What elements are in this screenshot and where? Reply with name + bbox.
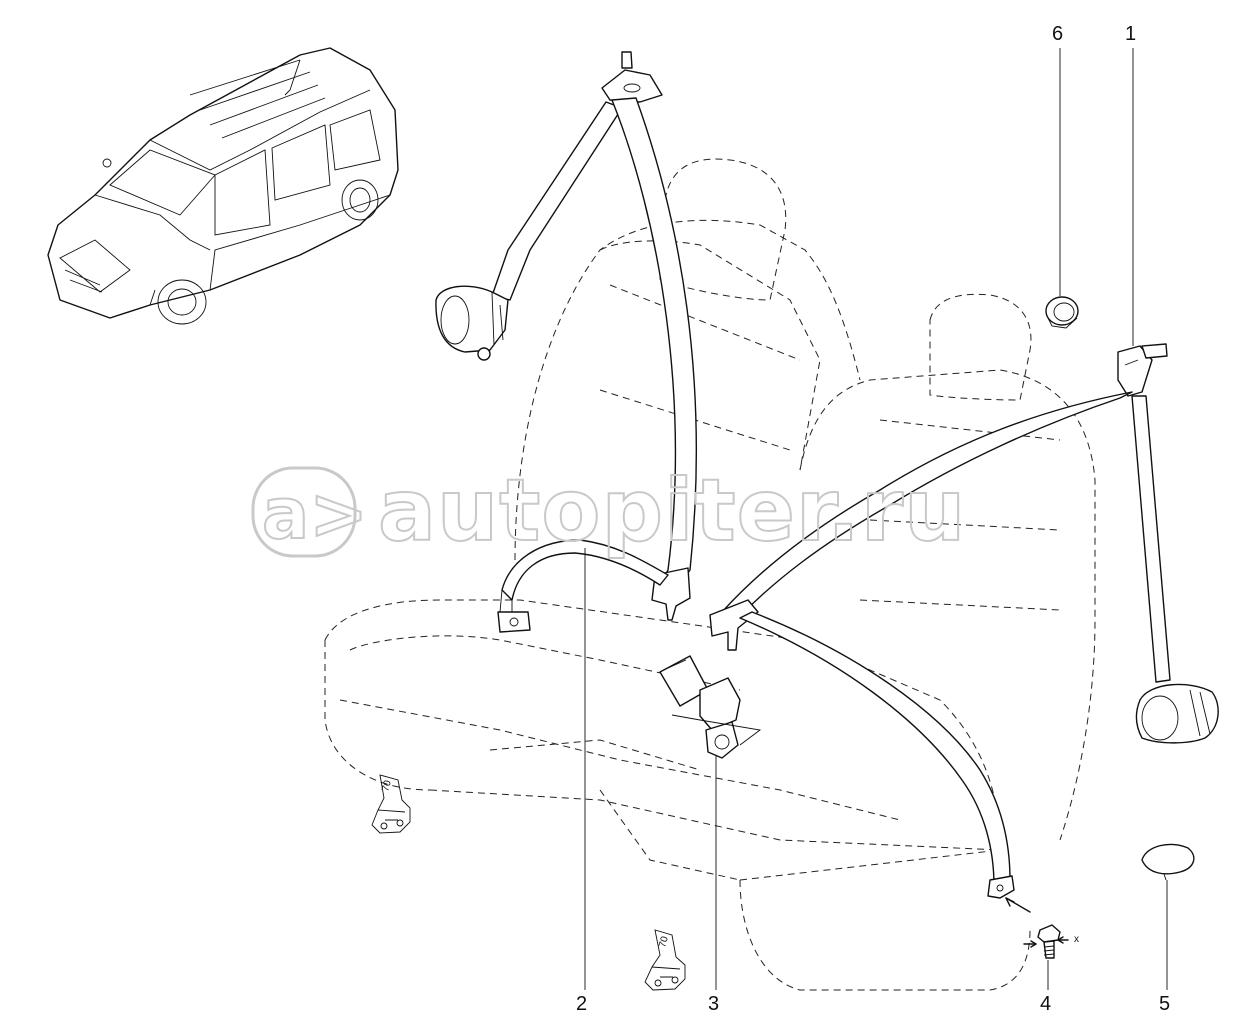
bolt-icon: x bbox=[1005, 897, 1079, 959]
callout-leaders bbox=[584, 48, 1168, 990]
svg-text:70: 70 bbox=[657, 935, 671, 949]
car-thumbnail-icon bbox=[47, 47, 399, 325]
callout-6: 6 bbox=[1052, 23, 1063, 45]
svg-text:70: 70 bbox=[380, 779, 394, 793]
watermark: a> autopiter.ru bbox=[251, 460, 966, 562]
watermark-text: autopiter.ru bbox=[378, 461, 966, 561]
callout-4: 4 bbox=[1040, 993, 1051, 1015]
callout-5: 5 bbox=[1159, 993, 1170, 1015]
x-marker-label: x bbox=[1074, 934, 1079, 945]
buckle-icon bbox=[659, 655, 762, 759]
watermark-logo: a> bbox=[262, 473, 368, 555]
rear-seat-outline bbox=[324, 158, 1096, 991]
cap-icon bbox=[1141, 843, 1195, 881]
callout-3: 3 bbox=[708, 993, 719, 1015]
grommet-icon bbox=[1045, 296, 1079, 329]
seat-hinge-front: 70 bbox=[371, 774, 411, 834]
right-seat-belt-assembly bbox=[709, 343, 1219, 899]
seat-hinge-rear: 70 bbox=[644, 929, 686, 991]
left-seat-belt-assembly bbox=[435, 51, 698, 633]
callout-1: 1 bbox=[1125, 23, 1136, 45]
callout-2: 2 bbox=[576, 993, 587, 1015]
